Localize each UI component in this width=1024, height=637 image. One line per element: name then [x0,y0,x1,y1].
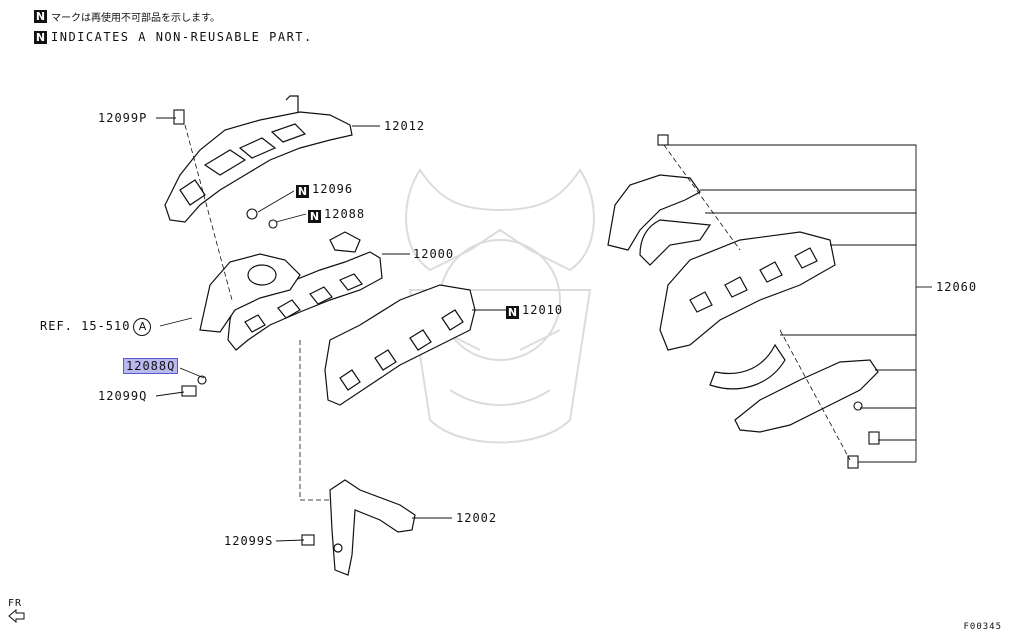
heat-shield-assembly-12060 [607,174,879,433]
note-english: N INDICATES A NON-REUSABLE PART. [34,30,313,44]
ref-text: REF. 15-510 [40,319,131,333]
heat-shield-12012 [164,95,353,223]
gasket-12010 [324,284,476,406]
callout-text: 12010 [522,303,564,317]
note-english-text: INDICATES A NON-REUSABLE PART. [51,30,313,44]
callout-12088Q-highlighted[interactable]: 12088Q [122,358,179,374]
ref-circle-icon: A [133,318,152,336]
callout-12099Q[interactable]: 12099Q [98,389,148,403]
note-japanese: N マークは再使用不可部品を示します。 [34,9,220,24]
callout-12012[interactable]: 12012 [384,119,426,133]
note-japanese-text: マークは再使用不可部品を示します。 [51,13,220,24]
callout-text: 12096 [312,182,354,196]
leader-lines [155,117,932,542]
callout-12000[interactable]: 12000 [413,247,455,261]
bracket-12002 [329,479,416,576]
non-reusable-mark-icon: N [34,10,47,23]
fasteners [173,109,880,546]
callout-12060[interactable]: 12060 [936,280,978,294]
front-direction-indicator: FR [8,598,26,623]
callout-12099P[interactable]: 12099P [98,111,148,125]
dashed-alignment-lines [184,124,851,501]
non-reusable-mark-icon: N [34,30,47,44]
figure-code: F00345 [963,622,1002,632]
non-reusable-mark-icon: N [308,210,321,223]
front-arrow-icon [8,609,25,623]
callout-12099S[interactable]: 12099S [224,534,274,548]
callout-12002[interactable]: 12002 [456,511,498,525]
callout-text: 12088 [324,207,366,221]
fr-label: FR [8,598,23,609]
non-reusable-mark-icon: N [506,306,519,319]
non-reusable-mark-icon: N [296,185,309,198]
